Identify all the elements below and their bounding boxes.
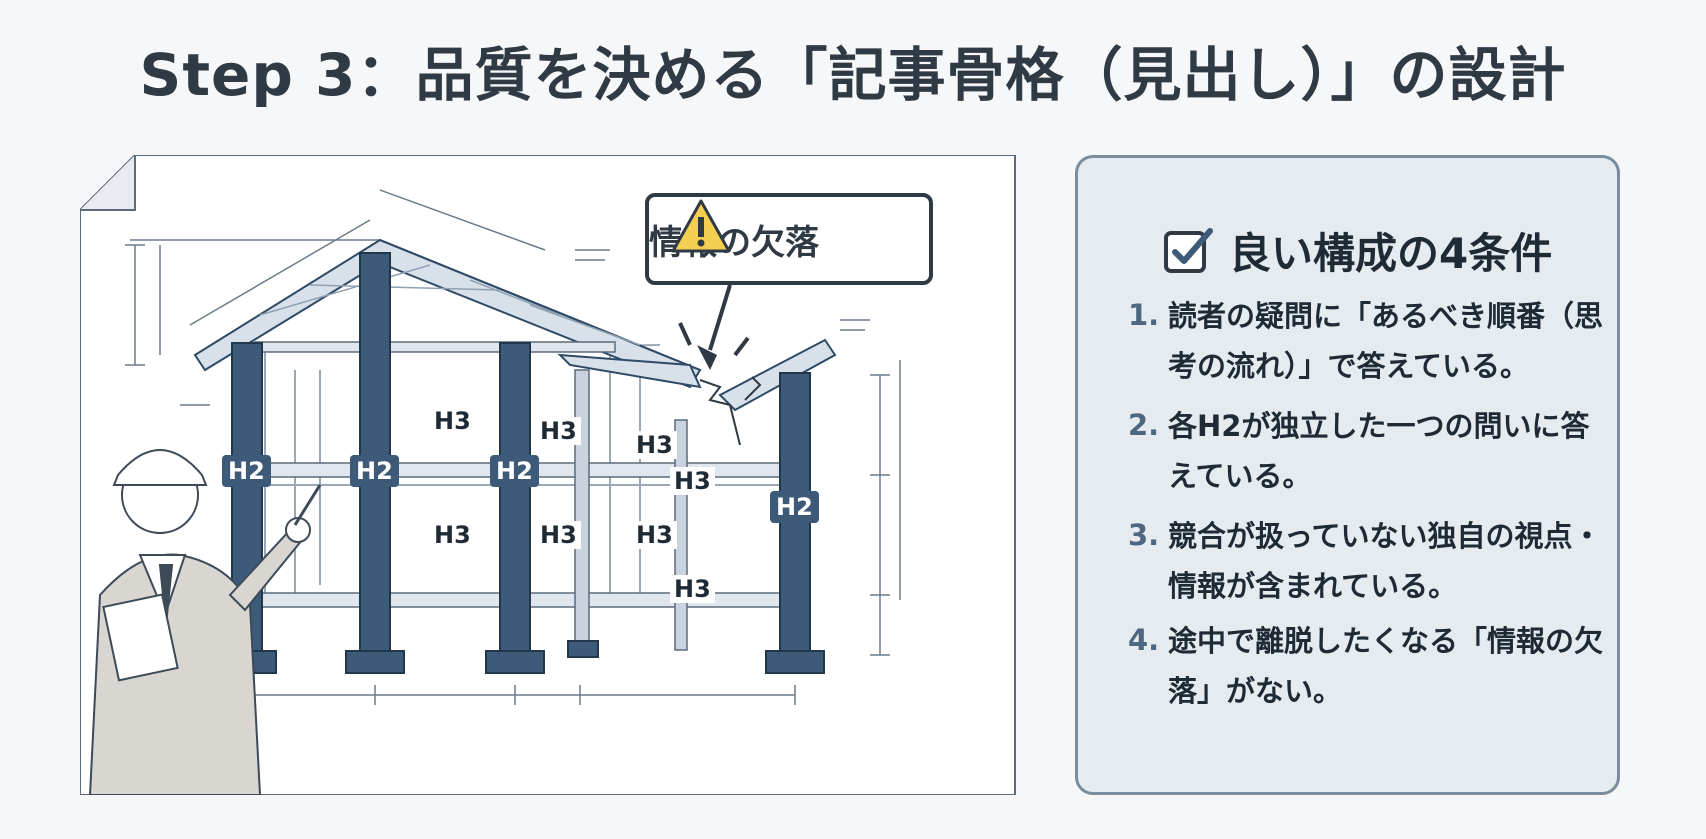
h3-label: H3 [536,521,581,549]
h3-label: H3 [430,521,475,549]
page-title: Step 3：品質を決める「記事骨格（見出し）」の設計 [139,41,1567,109]
h3-label: H3 [632,521,677,549]
condition-text: 各H2が独立した一つの問いに答えている。 [1168,409,1590,493]
missing-info-callout: 情報の欠落 [645,193,933,285]
condition-number: 3. [1128,518,1160,552]
condition-number: 2. [1128,408,1160,442]
h3-label: H3 [536,417,581,445]
conditions-panel: 良い構成の4条件 1. 読者の疑問に「あるべき順番（思考の流れ）」で答えている。… [1075,155,1620,795]
checkbox-check-icon [1164,227,1213,273]
h3-label: H3 [670,467,715,495]
condition-text: 競合が扱っていない独自の視点・情報が含まれている。 [1168,519,1602,603]
engineer-figure [88,449,322,795]
condition-number: 4. [1128,623,1160,657]
condition-text: 途中で離脱したくなる「情報の欠落」がない。 [1168,624,1604,708]
h2-label: H2 [350,455,399,487]
panel-header: 良い構成の4条件 [1163,220,1552,281]
condition-number: 1. [1128,298,1160,332]
h3-label: H3 [632,431,677,459]
panel-title: 良い構成の4条件 [1229,229,1553,278]
blueprint-diagram: 情報の欠落 H2 H2 H2 H2 H3 H3 H3 H3 H3 H3 H3 H… [80,155,1020,795]
condition-text: 読者の疑問に「あるべき順番（思考の流れ）」で答えている。 [1168,299,1604,383]
h3-label: H3 [430,407,475,435]
warning-triangle-icon [671,199,731,253]
h2-label: H2 [770,491,819,523]
h2-label: H2 [490,455,539,487]
h3-label: H3 [670,575,715,603]
h2-label: H2 [222,455,271,487]
